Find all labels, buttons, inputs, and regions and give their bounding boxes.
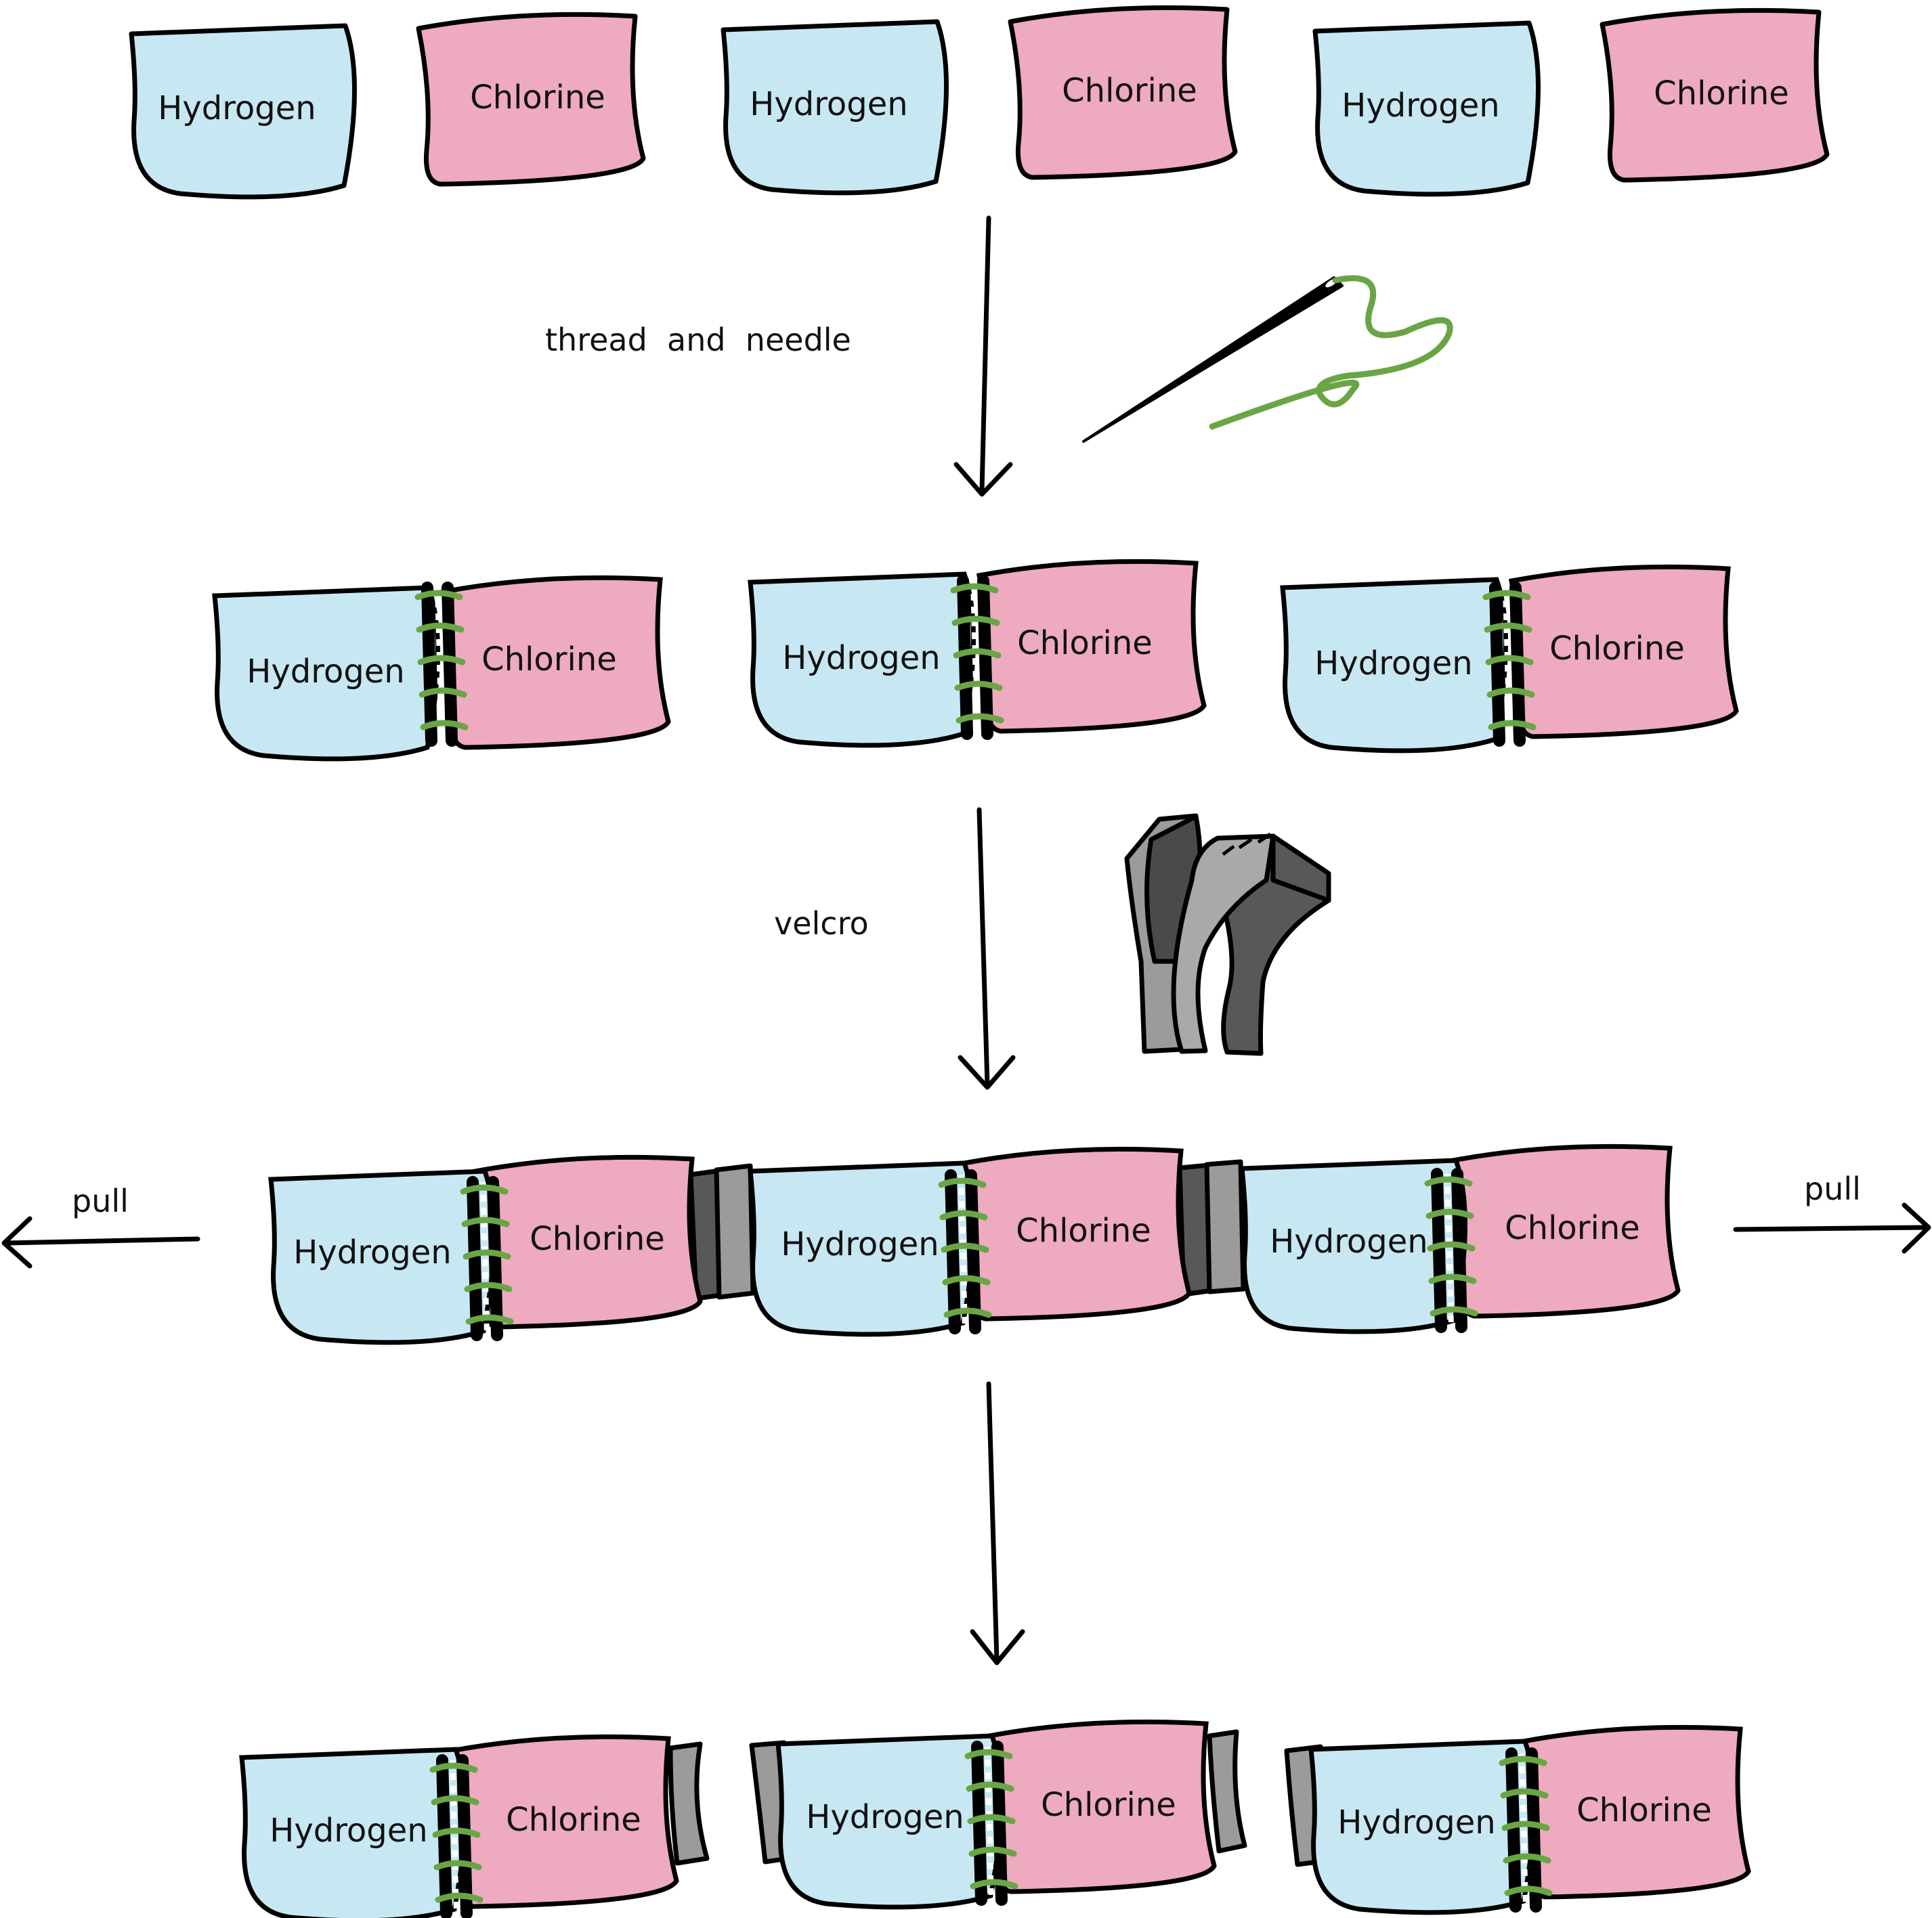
needle-icon xyxy=(1082,276,1344,443)
hydrogen-label: Hydrogen xyxy=(158,89,316,127)
chlorine-label: Chlorine xyxy=(1654,74,1789,112)
hcl-molecule: Chlorine Hydrogen xyxy=(271,1157,700,1343)
hydrogen-block: Hydrogen xyxy=(131,26,355,197)
thread-icon xyxy=(1209,275,1453,430)
arrow-down-head xyxy=(970,1629,1025,1665)
hcl-molecule: Chlorine Hydrogen xyxy=(1242,1146,1678,1332)
arrow-step-3 xyxy=(970,1381,1025,1665)
chlorine-label: Chlorine xyxy=(1549,630,1685,668)
arrow-right-shaft xyxy=(1733,1225,1930,1232)
chlorine-label: Chlorine xyxy=(506,1801,641,1839)
arrow-down-head xyxy=(953,462,1013,497)
chlorine-label: Chlorine xyxy=(1576,1791,1712,1829)
arrow-left-head xyxy=(1,1216,33,1269)
velcro-icon xyxy=(1124,813,1331,1056)
chlorine-label: Chlorine xyxy=(1062,72,1197,110)
hcl-molecule: Chlorine Hydrogen xyxy=(750,1149,1189,1334)
hydrogen-block: Hydrogen xyxy=(1315,23,1539,194)
pull-label-left: pull xyxy=(72,1183,129,1219)
chlorine-label: Chlorine xyxy=(470,79,605,116)
hcl-molecule: Chlorine Hydrogen xyxy=(778,1722,1214,1907)
pull-label-right: pull xyxy=(1804,1171,1861,1207)
chlorine-label: Chlorine xyxy=(1017,624,1153,662)
hcl-molecule: Chlorine Hydrogen xyxy=(215,577,668,759)
chlorine-block: Chlorine xyxy=(418,14,643,184)
hcl-molecule: Chlorine Hydrogen xyxy=(1283,567,1736,751)
hcl-molecule: Chlorine Hydrogen xyxy=(1311,1727,1748,1913)
chlorine-label: Chlorine xyxy=(481,640,617,678)
step-label-velcro: velcro xyxy=(774,905,869,942)
hydrogen-label: Hydrogen xyxy=(750,85,907,123)
arrow-down-head xyxy=(958,1055,1016,1090)
hcl-molecule: Chlorine Hydrogen xyxy=(242,1737,677,1918)
chlorine-block: Chlorine xyxy=(1010,7,1235,177)
arrow-left-shaft xyxy=(4,1236,200,1246)
row-velcro-chain: Chlorine Hydrogen Chlorine Hydrogen Chlo… xyxy=(271,1146,1678,1343)
chlorine-label: Chlorine xyxy=(1016,1212,1151,1250)
hydrogen-block: Hydrogen xyxy=(723,22,947,193)
hydrogen-label: Hydrogen xyxy=(782,639,940,677)
hydrogen-label: Hydrogen xyxy=(270,1812,427,1850)
arrow-step-2 xyxy=(958,807,1016,1090)
row-separated-molecules: Chlorine Hydrogen Chlorine Hydrogen Chlo… xyxy=(242,1722,1748,1918)
chlorine-label: Chlorine xyxy=(1505,1209,1640,1247)
hydrogen-label: Hydrogen xyxy=(246,653,404,691)
chlorine-label: Chlorine xyxy=(530,1220,665,1258)
step-label-thread-and-needle: thread and needle xyxy=(545,322,851,358)
arrow-right-head xyxy=(1902,1202,1931,1254)
hydrogen-label: Hydrogen xyxy=(1341,87,1499,125)
pull-arrow-left xyxy=(1,1216,200,1269)
hydrogen-label: Hydrogen xyxy=(293,1234,451,1271)
velcro-connector xyxy=(688,1159,1246,1301)
arrow-down-shaft xyxy=(986,1381,1000,1663)
hydrogen-label: Hydrogen xyxy=(806,1798,964,1836)
arrow-step-1 xyxy=(953,215,1013,497)
chlorine-label: Chlorine xyxy=(1041,1786,1176,1824)
hydrogen-label: Hydrogen xyxy=(1337,1804,1495,1841)
hydrogen-label: Hydrogen xyxy=(1314,645,1472,682)
chlorine-block: Chlorine xyxy=(1602,10,1827,180)
pull-arrow-right xyxy=(1733,1202,1931,1254)
arrow-down-shaft xyxy=(979,215,991,494)
row-stitched-molecules: Chlorine Hydrogen Chlorine Hydrogen Chlo… xyxy=(215,561,1736,759)
hydrogen-label: Hydrogen xyxy=(1270,1223,1427,1261)
arrow-down-shaft xyxy=(976,807,990,1087)
row-separate-atoms: Hydrogen Chlorine Hydrogen Chlorine Hydr… xyxy=(131,7,1827,197)
hcl-molecule: Chlorine Hydrogen xyxy=(750,561,1204,745)
hydrogen-label: Hydrogen xyxy=(781,1225,939,1263)
